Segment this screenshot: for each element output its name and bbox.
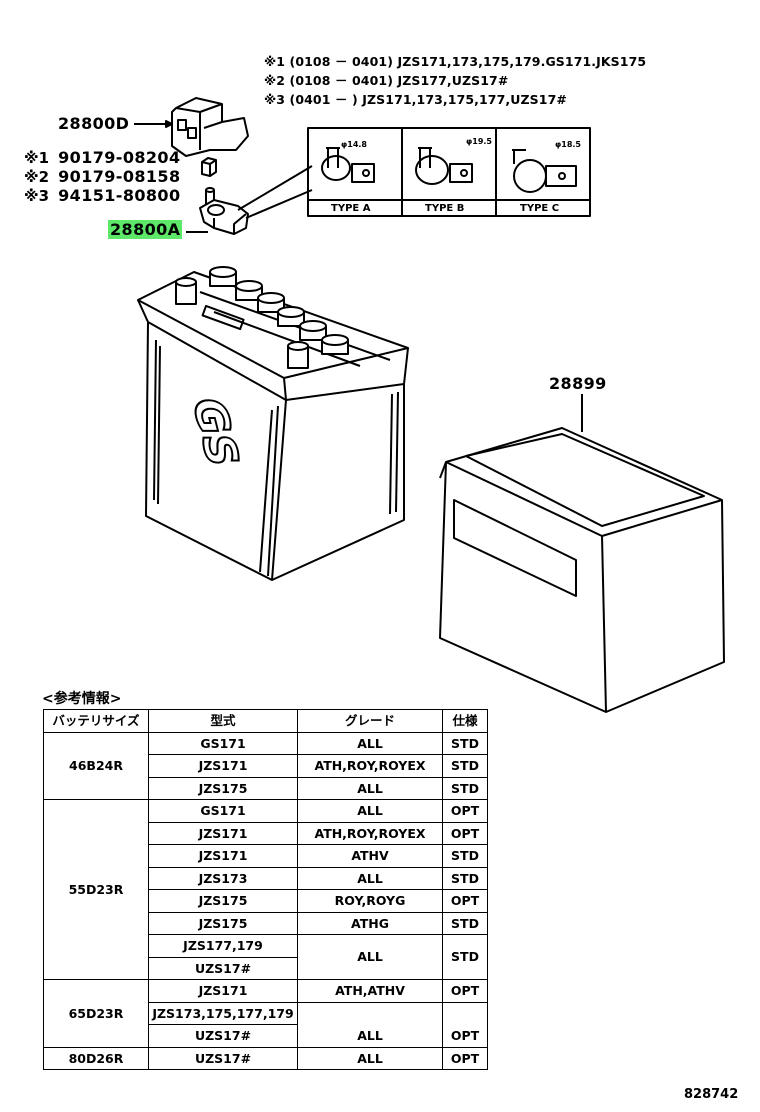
- table-row: JZS175 ATHG STD: [44, 911, 488, 935]
- grade-cell: ALL: [297, 1046, 443, 1070]
- table-row: 46B24R GS171 ALL STD: [43, 731, 488, 800]
- model-cell: JZS171: [148, 979, 298, 1003]
- reference-title: <参考情報>: [42, 691, 122, 707]
- part-ref-number-2: 90179-08158: [58, 167, 181, 186]
- table-row: 55D23R GS171 ALL OPT: [43, 799, 488, 980]
- note-2: ※2 (0108 － 0401) JZS177,UZS17#: [264, 73, 509, 88]
- part-ref-row-3: ※3 94151-80800: [24, 186, 181, 205]
- type-a-label: TYPE A: [331, 203, 371, 214]
- type-b-label: TYPE B: [425, 203, 465, 214]
- battery-illustration: [137, 266, 409, 581]
- header-battery-size: バッテリサイズ: [43, 709, 149, 733]
- spec-cell: OPT: [442, 1001, 488, 1048]
- grade-cell: ALL: [297, 934, 443, 980]
- model-cell: JZS175: [148, 889, 298, 913]
- grade-cell: ATH,ROY,ROYEX: [297, 821, 443, 845]
- spec-cell: OPT: [442, 799, 488, 823]
- terminal-clamp-28800a: [199, 187, 249, 235]
- header-spec: 仕様: [442, 709, 488, 733]
- table-row: JZS171 ATH,ROY,ROYEX OPT: [44, 821, 488, 845]
- part-ref-mark-2: ※2: [24, 168, 50, 186]
- model-cell: GS171: [148, 731, 298, 755]
- spec-cell: OPT: [442, 1046, 488, 1070]
- spec-cell: OPT: [442, 889, 488, 913]
- header-grade: グレード: [297, 709, 443, 733]
- model-cell: JZS173,175,177,179: [148, 1001, 298, 1025]
- type-c-label: TYPE C: [520, 203, 560, 214]
- part-ref-row-1: ※1 90179-08204: [24, 148, 181, 167]
- battery-size-cell: 65D23R: [43, 979, 149, 1048]
- model-cell: JZS171: [148, 754, 298, 778]
- model-cell: JZS173: [148, 866, 298, 890]
- model-cell: JZS171: [148, 821, 298, 845]
- note-1: ※1 (0108 － 0401) JZS171,173,175,179.GS17…: [264, 54, 647, 69]
- battery-spec-table: バッテリサイズ 型式 グレード 仕様 46B24R GS171 ALL STD …: [43, 709, 488, 1070]
- grade-cell: ALL: [297, 866, 443, 890]
- grade-cell: ATHV: [297, 844, 443, 868]
- spec-cell: OPT: [442, 821, 488, 845]
- grade-cell: ALL: [297, 799, 443, 823]
- battery-size-cell: 80D26R: [43, 1046, 149, 1070]
- battery-size-cell: 55D23R: [43, 799, 149, 980]
- header-model: 型式: [148, 709, 298, 733]
- type-a-dim: φ14.8: [341, 140, 367, 149]
- table-row: JZS175 ALL STD: [44, 776, 488, 800]
- grade-cell: ALL: [297, 776, 443, 800]
- model-cell: JZS175: [148, 911, 298, 935]
- model-cell: JZS175: [148, 776, 298, 800]
- model-cell-continued: UZS17#: [148, 957, 298, 980]
- nut-part: [201, 157, 217, 177]
- table-header-row: バッテリサイズ 型式 グレード 仕様: [43, 709, 488, 733]
- grade-cell: ALL: [297, 731, 443, 755]
- spec-cell: STD: [442, 731, 488, 755]
- terminal-cover-28800d: [171, 97, 249, 157]
- model-cell: JZS177,179: [148, 934, 298, 958]
- type-b-dim: φ19.5: [466, 137, 492, 146]
- table-row: JZS173,175,177,179 ALL OPT: [44, 1001, 488, 1048]
- terminal-types-box: [307, 127, 591, 217]
- spec-cell: STD: [442, 776, 488, 800]
- table-row: 65D23R JZS171 ATH,ATHV OPT: [43, 979, 488, 1048]
- leader-to-types: [237, 165, 313, 211]
- highlighted-part-number[interactable]: 28800A: [108, 220, 183, 239]
- model-cell-continued: UZS17#: [148, 1024, 298, 1048]
- spec-cell: OPT: [442, 979, 488, 1003]
- spec-cell: STD: [442, 934, 488, 980]
- part-label-28800d: 28800D: [58, 114, 130, 133]
- part-ref-row-2: ※2 90179-08158: [24, 167, 181, 186]
- table-row: UZS17#: [44, 1024, 488, 1048]
- spec-cell: STD: [442, 754, 488, 778]
- part-label-28800a[interactable]: 28800A: [108, 220, 183, 239]
- grade-cell: ROY,ROYG: [297, 889, 443, 913]
- table-row: JZS173 ALL STD: [44, 866, 488, 890]
- grade-cell: ALL: [297, 1001, 443, 1048]
- battery-box-28899: [439, 427, 725, 713]
- grade-cell: ATH,ATHV: [297, 979, 443, 1003]
- spec-cell: STD: [442, 866, 488, 890]
- table-row: JZS171 ATHV STD: [44, 844, 488, 868]
- model-cell: GS171: [148, 799, 298, 823]
- illustration-number: 828742: [684, 1087, 739, 1102]
- model-cell: UZS17#: [148, 1046, 298, 1070]
- model-cell: JZS171: [148, 844, 298, 868]
- battery-size-cell: 46B24R: [43, 731, 149, 800]
- grade-cell: ATH,ROY,ROYEX: [297, 754, 443, 778]
- note-3: ※3 (0401 － ) JZS171,173,175,177,UZS17#: [264, 92, 567, 107]
- table-row: JZS177,179 ALL STD: [44, 934, 488, 980]
- grade-cell: ATHG: [297, 911, 443, 935]
- part-ref-number-3: 94151-80800: [58, 186, 181, 205]
- table-row: JZS171 ATH,ROY,ROYEX STD: [44, 754, 488, 778]
- table-row: 80D26R UZS17# ALL OPT: [43, 1046, 488, 1070]
- spec-cell: STD: [442, 911, 488, 935]
- table-row: UZS17#: [44, 957, 488, 980]
- part-ref-mark-1: ※1: [24, 149, 50, 167]
- part-ref-number-1: 90179-08204: [58, 148, 181, 167]
- type-c-dim: φ18.5: [555, 140, 581, 149]
- part-label-28899: 28899: [549, 374, 607, 393]
- part-ref-mark-3: ※3: [24, 187, 50, 205]
- spec-cell: STD: [442, 844, 488, 868]
